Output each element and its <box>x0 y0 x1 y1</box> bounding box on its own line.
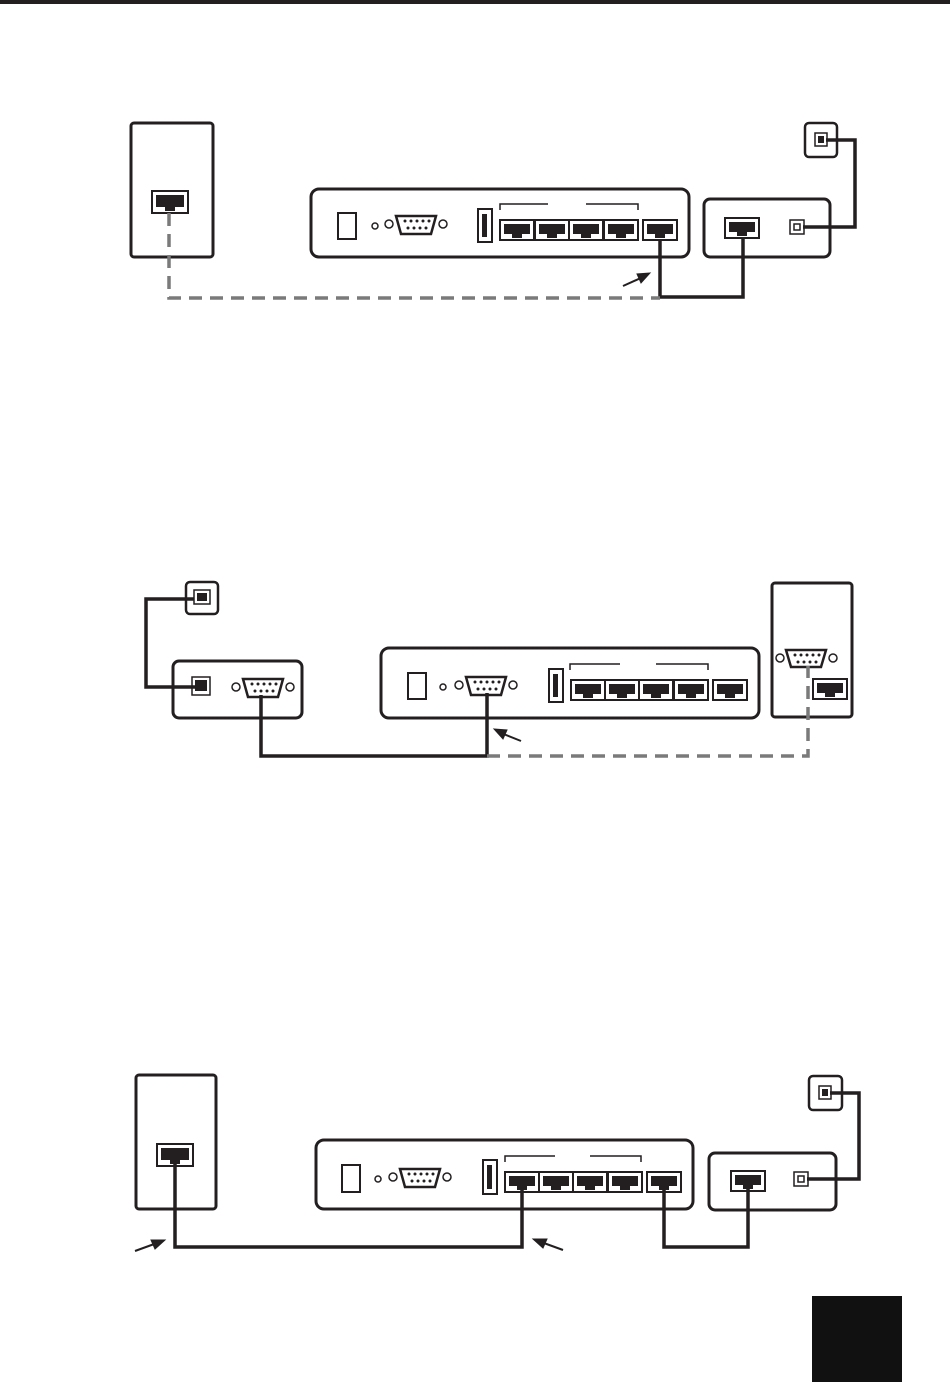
cable-modem-connection-diagram <box>0 110 950 320</box>
lan-computer-connection-diagram <box>0 1065 950 1265</box>
reset-button <box>372 223 378 229</box>
serial-port <box>389 1169 451 1187</box>
wan-ethernet-cable <box>664 1189 748 1247</box>
coax-cable <box>807 1093 859 1179</box>
lan-ports <box>500 220 638 240</box>
lan-ports <box>571 680 708 700</box>
page-tab <box>812 1296 902 1382</box>
lan-ethernet-cable <box>175 1163 522 1247</box>
wan-port <box>713 680 747 700</box>
arrow <box>494 729 521 741</box>
reset-button <box>440 684 446 690</box>
power-jack <box>408 673 426 699</box>
computer-ethernet-port <box>157 1144 193 1166</box>
lan-ports <box>505 1172 642 1192</box>
router <box>381 648 759 718</box>
coax-port <box>790 220 804 234</box>
power-jack <box>338 213 356 239</box>
router <box>316 1140 693 1209</box>
computer-ethernet-port <box>152 191 188 213</box>
serial-port <box>385 216 447 234</box>
wan-ethernet-cable <box>660 238 743 297</box>
serial-modem-connection-diagram <box>0 570 950 770</box>
wan-port <box>643 220 677 240</box>
arrow <box>623 273 650 286</box>
arrow-left <box>135 1240 165 1251</box>
wan-port <box>647 1172 681 1192</box>
modem-serial-port <box>232 679 294 697</box>
computer-ethernet-port <box>813 679 847 699</box>
computer <box>772 583 852 717</box>
modem-ethernet-port <box>725 218 759 238</box>
external-modem <box>173 661 302 718</box>
serial-port <box>455 677 517 695</box>
coax-port <box>794 1172 808 1186</box>
router <box>311 189 689 257</box>
computer <box>131 123 213 257</box>
serial-cable <box>261 693 487 756</box>
power-jack <box>342 1165 360 1192</box>
modem-ethernet-port <box>731 1171 765 1191</box>
computer-serial-port <box>776 650 837 667</box>
top-rule <box>0 0 950 4</box>
reset-button <box>375 1176 381 1182</box>
cable-modem <box>709 1153 836 1210</box>
arrow-right <box>533 1239 563 1250</box>
